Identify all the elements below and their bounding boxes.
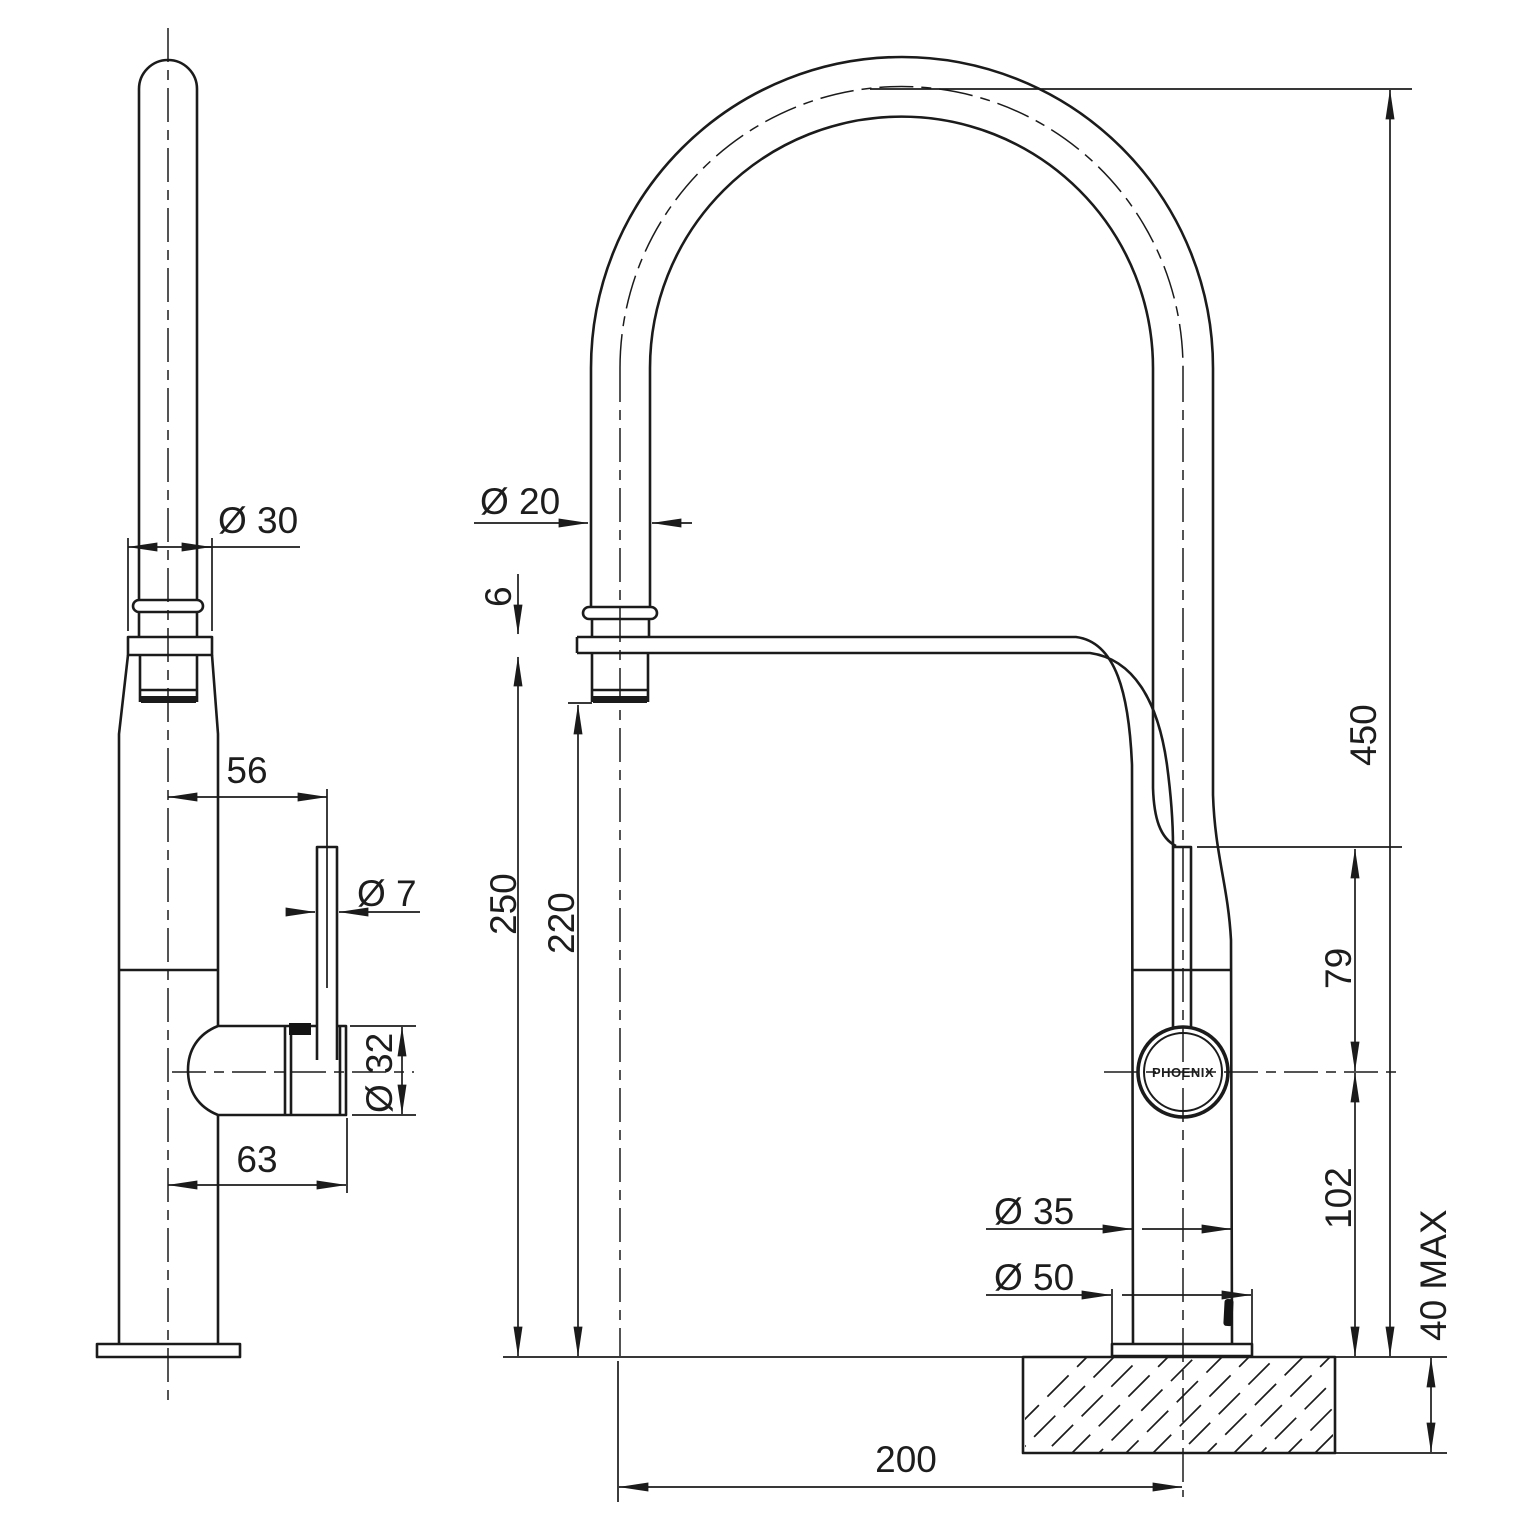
body-detail-mark [1223, 1298, 1234, 1327]
dim-bar-height: 250 [483, 656, 524, 1357]
front-neck [590, 619, 651, 637]
dim-counter-thickness: 40 MAX [1335, 1209, 1454, 1454]
handle-hub-rings [283, 1026, 342, 1115]
dim-label: 40 MAX [1413, 1209, 1454, 1341]
handle-clip [289, 1023, 311, 1035]
dim-label: Ø 7 [357, 873, 417, 914]
side-body-left-edge [117, 654, 130, 1344]
dim-outlet-clearance: 220 [541, 702, 592, 1357]
dim-handle-length: 63 [167, 1118, 348, 1193]
dim-label: 63 [236, 1139, 277, 1180]
dim-base-dia: Ø 50 [986, 1257, 1253, 1343]
dim-spout-collar-dia: Ø 30 [127, 500, 300, 631]
dim-handle-offset: 56 [167, 750, 328, 988]
side-body-right-edge [210, 654, 220, 1344]
dim-label: Ø 35 [994, 1191, 1074, 1232]
dim-hose-dia: Ø 20 [474, 481, 692, 528]
dim-body-dia: Ø 35 [986, 1191, 1232, 1234]
dim-label: 450 [1343, 704, 1384, 766]
dim-label: 102 [1318, 1167, 1359, 1229]
dim-overall-height: 450 [870, 88, 1412, 1357]
front-base-flange [1110, 1342, 1254, 1358]
dim-label: Ø 50 [994, 1257, 1074, 1298]
dim-handle-hub-dia: Ø 32 [350, 1025, 416, 1116]
hose-inner-line [648, 115, 1177, 848]
dim-label: 200 [875, 1439, 937, 1480]
side-outlet [138, 655, 199, 702]
dim-label: Ø 20 [480, 481, 560, 522]
dim-center-to-base: 102 [1318, 1072, 1360, 1357]
dim-label: 250 [483, 873, 524, 935]
dim-bar-thickness: 6 [478, 574, 523, 635]
handle-hub [186, 1024, 348, 1117]
dim-body-top-to-center: 79 [1197, 846, 1402, 1072]
dim-label: 220 [541, 892, 582, 954]
dim-label: 79 [1318, 948, 1359, 989]
dim-label: Ø 30 [218, 500, 298, 541]
front-outlet [590, 653, 650, 702]
hose-arc-centerline [619, 85, 1184, 369]
dim-label: Ø 32 [359, 1033, 400, 1113]
side-neck [137, 612, 199, 637]
dimensions-front-view: Ø 20 6 250 220 450 79 [474, 88, 1454, 1502]
spray-bar-bottom [577, 651, 1175, 1027]
side-nut [126, 635, 214, 657]
counter-section [1021, 1355, 1337, 1455]
dimensions-side-view: Ø 30 56 Ø 7 Ø 32 63 [127, 500, 420, 1193]
hose-guide-tube [1173, 845, 1193, 1027]
dim-handle-rod-dia: Ø 7 [285, 873, 420, 917]
dim-label: 6 [478, 586, 519, 607]
spray-bar-top [577, 635, 1135, 1345]
dim-label: 56 [226, 750, 267, 791]
dim-reach: 200 [503, 1356, 1183, 1502]
centerlines [167, 28, 1402, 1497]
hose-outer-line [589, 55, 1234, 1345]
counter-hatch [1025, 1358, 1333, 1452]
